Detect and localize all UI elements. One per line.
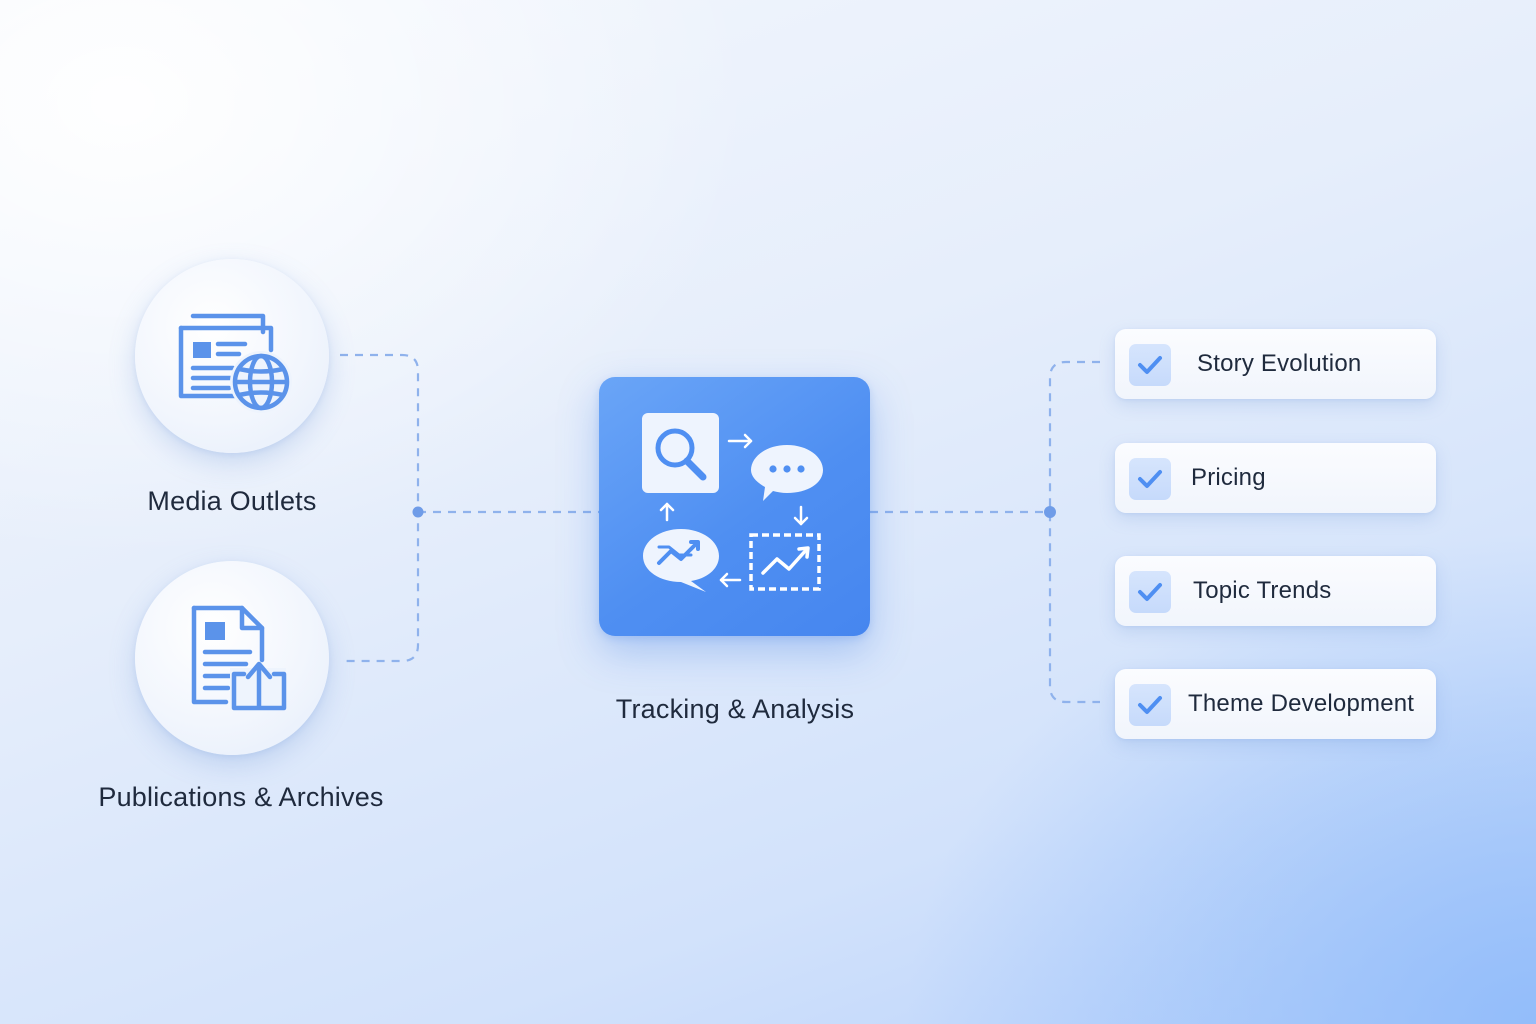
publications-archives-label: Publications & Archives <box>98 782 384 812</box>
publications-archives-node <box>135 561 329 755</box>
check-icon <box>1138 470 1162 488</box>
checkbox <box>1129 344 1171 386</box>
output-label: Topic Trends <box>1193 577 1332 604</box>
output-topic-trends: Topic Trends <box>1115 556 1436 626</box>
output-label: Theme Development <box>1188 690 1415 717</box>
trend-chart-icon <box>749 533 821 591</box>
right-junction-dot <box>1044 506 1056 518</box>
check-icon <box>1138 583 1162 601</box>
newspaper-globe-icon <box>178 313 292 413</box>
check-icon <box>1138 356 1162 374</box>
left-junction-dot <box>412 506 424 518</box>
output-theme-development: Theme Development <box>1115 669 1436 739</box>
output-story-evolution: Story Evolution <box>1115 329 1436 399</box>
media-outlets-label: Media Outlets <box>147 486 317 516</box>
chat-bubble-icon <box>751 445 823 501</box>
tracking-analysis-hub <box>599 377 870 636</box>
checkbox <box>1129 684 1171 726</box>
check-icon <box>1138 696 1162 714</box>
output-label: Story Evolution <box>1197 350 1362 377</box>
document-upload-icon <box>191 605 287 711</box>
checkbox <box>1129 458 1171 500</box>
tracking-analysis-label: Tracking & Analysis <box>615 694 855 724</box>
search-icon <box>642 413 719 493</box>
output-label: Pricing <box>1191 464 1266 491</box>
media-outlets-node <box>135 259 329 453</box>
trend-chat-icon <box>643 529 719 592</box>
checkbox <box>1129 571 1171 613</box>
output-pricing: Pricing <box>1115 443 1436 513</box>
